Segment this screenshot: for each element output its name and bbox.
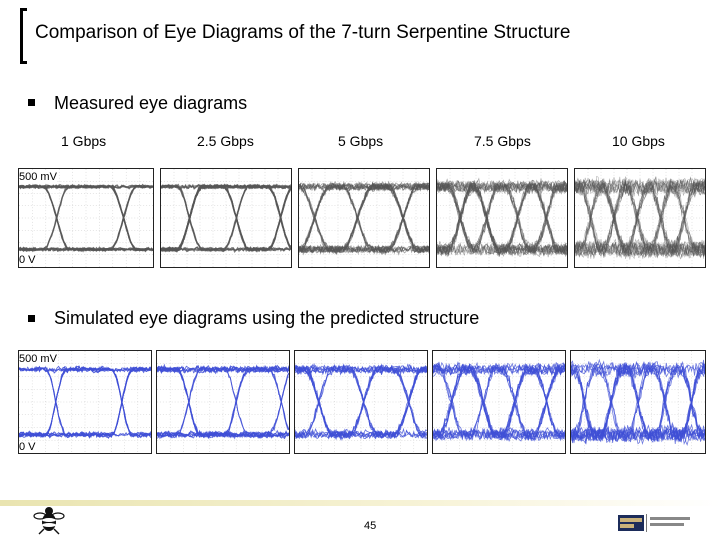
simulated-y-bottom-label: 0 V: [19, 441, 36, 453]
measured-eye-10gbps: [574, 168, 706, 268]
rate-label-2: 2.5 Gbps: [197, 133, 254, 149]
measured-eye-1gbps: [18, 168, 154, 268]
rate-label-1: 1 Gbps: [61, 133, 107, 149]
university-logo: [618, 514, 690, 532]
bee-mascot-icon: [33, 507, 65, 535]
title-bracket: [20, 8, 27, 64]
bullet-marker: [28, 315, 35, 322]
rate-label-5: 10 Gbps: [612, 133, 665, 149]
measured-y-top-label: 500 mV: [19, 171, 57, 183]
slide-title: Comparison of Eye Diagrams of the 7-turn…: [35, 22, 571, 43]
simulated-eye-2.5gbps: [156, 350, 290, 454]
bullet-marker: [28, 99, 35, 106]
simulated-eye-5gbps: [294, 350, 428, 454]
simulated-y-top-label: 500 mV: [19, 353, 57, 365]
rate-label-4: 7.5 Gbps: [474, 133, 531, 149]
rate-label-3: 5 Gbps: [338, 133, 384, 149]
page-number: 45: [364, 520, 377, 532]
measured-eye-7.5gbps: [436, 168, 568, 268]
footer-bar: [0, 500, 720, 506]
measured-y-bottom-label: 0 V: [19, 254, 36, 266]
measured-eye-2.5gbps: [160, 168, 292, 268]
simulated-eye-7.5gbps: [432, 350, 566, 454]
measured-eye-5gbps: [298, 168, 430, 268]
measured-heading: Measured eye diagrams: [54, 93, 248, 113]
simulated-eye-1gbps: [18, 350, 152, 454]
simulated-eye-10gbps: [570, 350, 706, 454]
simulated-heading: Simulated eye diagrams using the predict…: [54, 308, 480, 328]
